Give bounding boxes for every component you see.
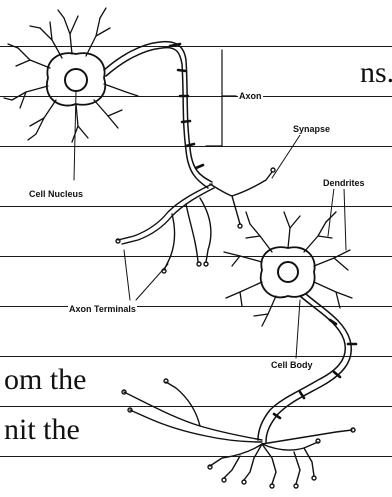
lower-axon-terminals (122, 379, 355, 488)
upper-dendrites (4, 8, 138, 142)
label-axon: Axon (238, 91, 263, 102)
upper-cell-nucleus (65, 69, 87, 91)
lower-cell-body (261, 247, 315, 297)
lower-dendrites (224, 212, 352, 326)
leader-axon-terminals-2 (136, 264, 168, 300)
upper-axon (104, 42, 212, 188)
label-synapse: Synapse (292, 124, 331, 135)
leader-cell-body (296, 300, 300, 358)
label-axon-terminals: Axon Terminals (68, 304, 137, 315)
document-text-fragment: om the (4, 364, 87, 396)
axon-bracket (206, 50, 236, 146)
leader-axon-terminals-1 (124, 250, 130, 300)
label-cell-nucleus: Cell Nucleus (28, 189, 84, 200)
leader-synapse (272, 132, 302, 178)
leader-dendrites-1 (328, 188, 334, 236)
label-cell-body: Cell Body (270, 360, 314, 371)
label-dendrites: Dendrites (322, 178, 366, 189)
document-text-fragment: nit the (4, 414, 80, 446)
upper-axon-terminals (116, 168, 275, 273)
document-text-fragment: ns. (360, 57, 392, 89)
leader-dendrites-2 (344, 188, 346, 250)
lower-cell-nucleus (278, 262, 298, 282)
